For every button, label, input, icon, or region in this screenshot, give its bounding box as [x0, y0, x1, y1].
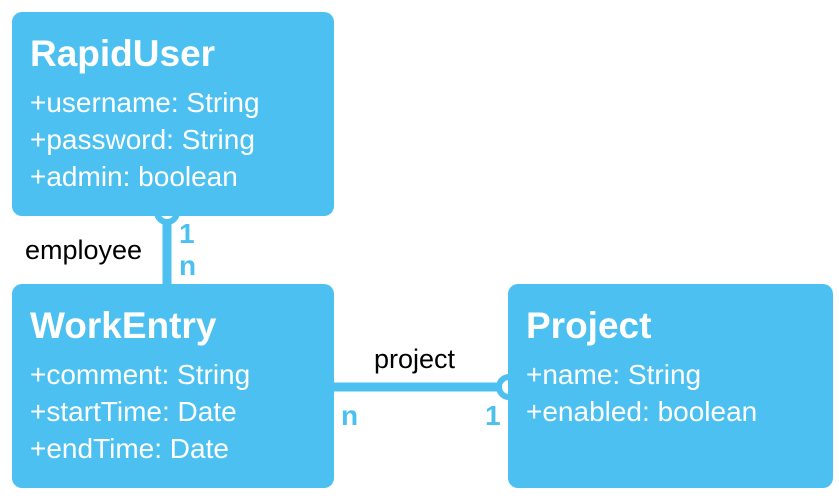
project-multiplicity-target: 1: [485, 400, 501, 431]
entity-project[interactable]: Project +name: String +enabled: boolean: [508, 284, 833, 488]
entity-title: WorkEntry: [30, 305, 217, 346]
entity-workentry[interactable]: WorkEntry +comment: String +startTime: D…: [12, 284, 334, 488]
employee-multiplicity-source: 1: [179, 218, 195, 249]
entity-attribute: +name: String: [526, 359, 702, 390]
project-relation-label: project: [374, 344, 456, 374]
employee-multiplicity-target: n: [179, 250, 197, 281]
entity-title: Project: [526, 305, 652, 346]
project-multiplicity-source: n: [341, 400, 359, 431]
entity-attribute: +username: String: [30, 87, 260, 118]
entity-attribute: +comment: String: [30, 359, 251, 390]
entity-attribute: +admin: boolean: [30, 161, 238, 192]
entity-attribute: +startTime: Date: [30, 396, 237, 427]
entity-attribute: +password: String: [30, 124, 255, 155]
entity-title: RapidUser: [30, 33, 216, 74]
employee-relation-label: employee: [25, 235, 143, 265]
entity-attribute: +enabled: boolean: [526, 396, 758, 427]
entity-attribute: +endTime: Date: [30, 433, 229, 464]
entity-rapiduser[interactable]: RapidUser +username: String +password: S…: [12, 12, 334, 216]
